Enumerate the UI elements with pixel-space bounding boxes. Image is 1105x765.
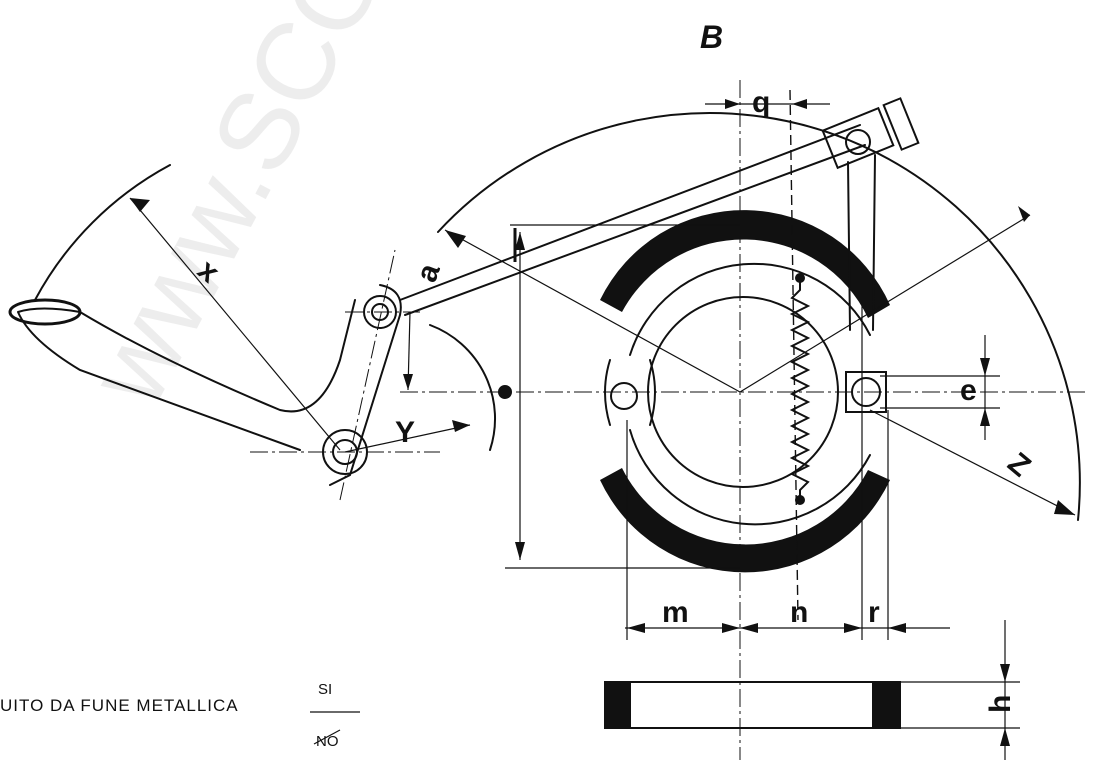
note-strike <box>313 729 341 745</box>
pedal-pad <box>8 298 82 326</box>
brake-shoes <box>604 262 887 526</box>
label-e: e <box>960 374 977 407</box>
dimension-arrows <box>130 99 1075 746</box>
section-view <box>604 681 901 729</box>
note-option-no: NO <box>316 733 339 750</box>
brake-drum <box>600 210 890 573</box>
label-B: B <box>700 19 723 55</box>
label-m: m <box>662 596 689 629</box>
label-q: q <box>752 86 770 119</box>
label-Y: Y <box>395 416 415 449</box>
cam-block <box>845 371 887 413</box>
return-spring <box>789 277 811 501</box>
shoe-pivot <box>610 382 638 410</box>
cam-lever <box>821 97 920 331</box>
label-n: n <box>790 596 808 629</box>
arc-B <box>437 111 1081 521</box>
watermark: www.SCO <box>64 0 408 425</box>
pedal-lever <box>8 284 402 486</box>
label-Z: Z <box>1001 446 1036 483</box>
arc-x <box>34 164 171 301</box>
dimension-lines <box>129 89 1076 760</box>
label-h: h <box>984 695 1017 713</box>
spring-anchor-bottom <box>795 495 805 505</box>
note-text: UITO DA FUNE METALLICA <box>0 696 239 715</box>
note-option-yes: SI <box>318 681 332 698</box>
spring-anchor-top <box>795 273 805 283</box>
lever-centerline <box>339 249 396 501</box>
arc-y <box>429 324 497 451</box>
label-a: a <box>410 259 447 286</box>
actuating-rod <box>399 124 866 316</box>
svg-text:www.SCO: www.SCO <box>64 0 408 425</box>
label-r: r <box>868 596 880 629</box>
